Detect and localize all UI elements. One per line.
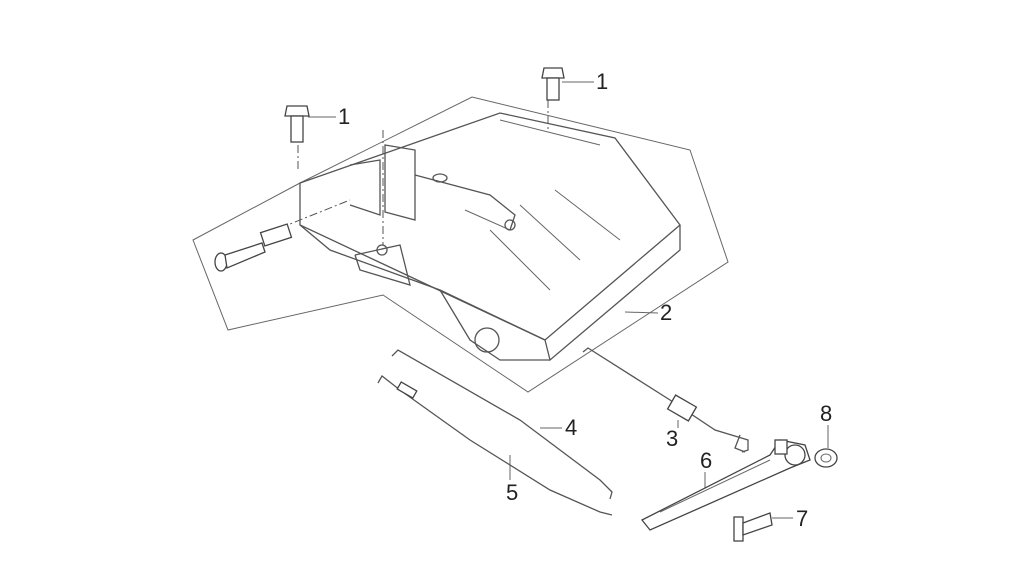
callout-5: 5 [506,480,519,505]
assembly-outline [192,96,729,393]
rod-with-spring-part [377,375,613,516]
screw-part [214,223,293,272]
leader-lines [308,81,829,519]
lever-arm-part [640,439,811,531]
callout-7: 7 [796,506,809,531]
bolt-part [541,67,565,101]
callout-6: 6 [700,448,713,473]
rod-part [391,349,613,500]
callout-3: 3 [666,426,679,451]
callout-1a: 1 [596,69,609,94]
callout-4: 4 [565,415,578,440]
callout-8: 8 [820,401,833,426]
bolt-part [284,105,310,143]
nut-part [814,448,838,468]
bolt-part [733,512,773,542]
callout-1b: 1 [338,104,351,129]
callout-2: 2 [660,300,673,325]
cover-part [299,112,681,362]
spring-rod-part [582,347,749,453]
